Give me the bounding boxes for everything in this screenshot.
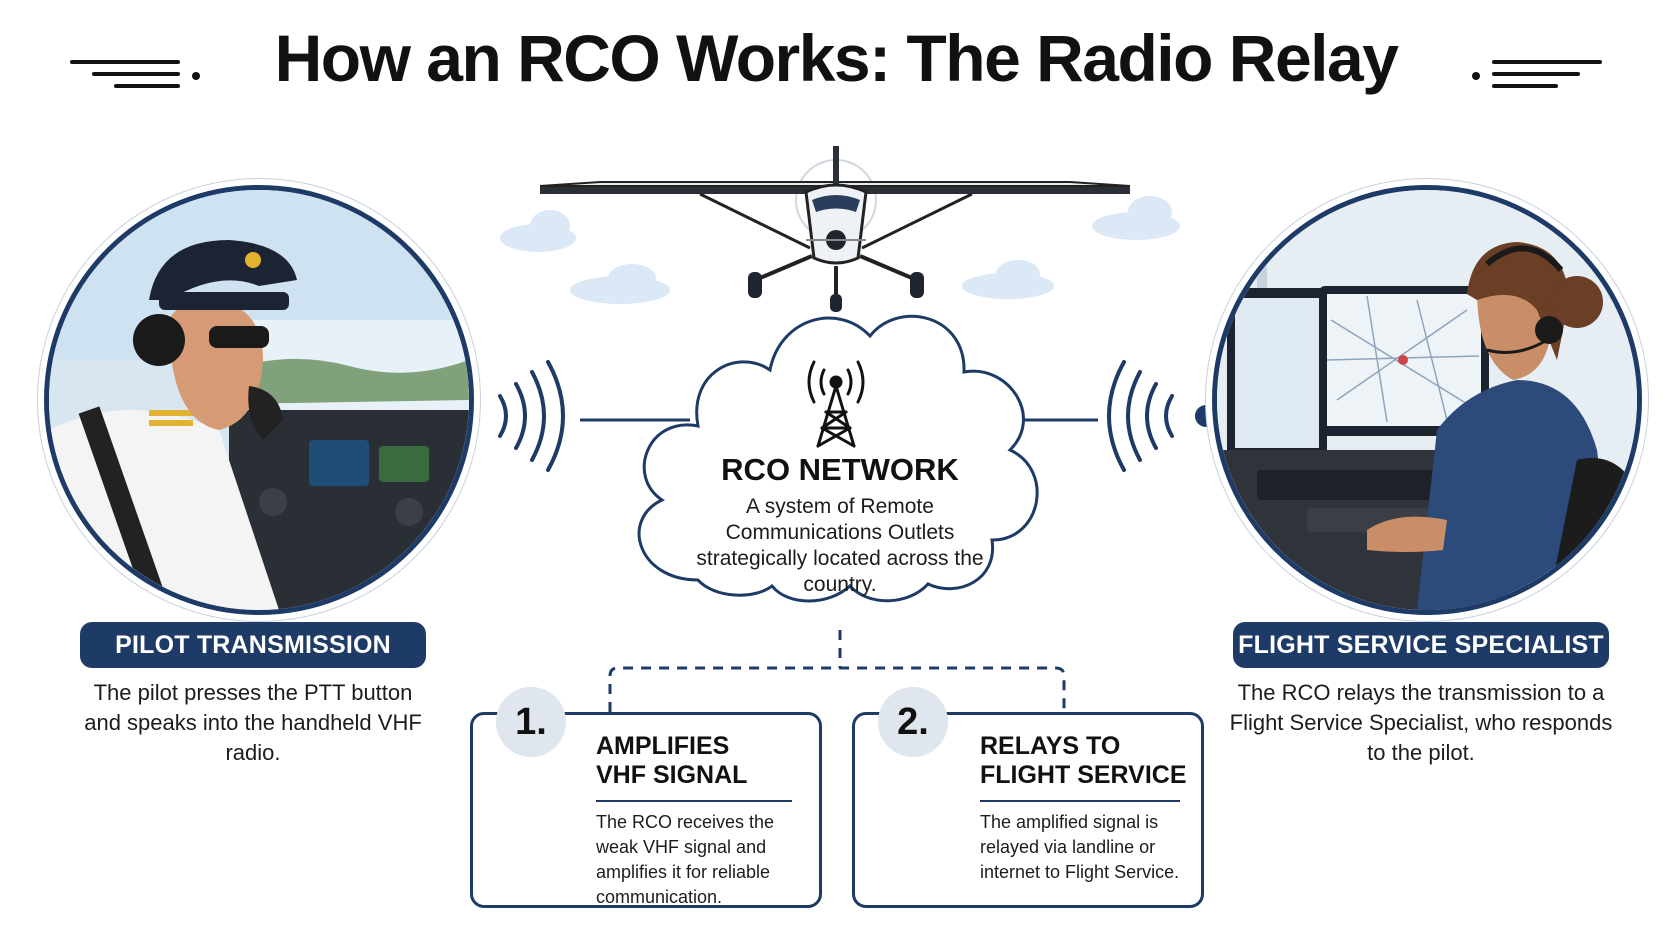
step-number-badge: 2. <box>878 687 948 757</box>
title-dot-left <box>192 72 200 80</box>
sky-cloud-left <box>500 210 576 252</box>
step-title-line1: AMPLIFIES <box>596 732 730 760</box>
specialist-illustration <box>1217 190 1637 610</box>
rco-network-cloud <box>637 314 1039 603</box>
step-divider <box>596 800 792 802</box>
pilot-illustration <box>49 190 469 610</box>
step-number-badge: 1. <box>496 687 566 757</box>
pilot-portrait <box>44 185 474 615</box>
cloud-radio-tower-icon <box>807 360 865 448</box>
step-description: The RCO receives the weak VHF signal and… <box>596 812 775 907</box>
sky-cloud-lower-left <box>570 264 670 304</box>
title-speed-lines-left <box>70 60 180 88</box>
flight-service-specialist-description: The RCO relays the transmission to a Fli… <box>1229 680 1613 765</box>
step-title-line1: RELAYS TO <box>980 732 1121 760</box>
step-title-line2: FLIGHT SERVICE <box>980 761 1187 789</box>
flight-service-specialist-label: FLIGHT SERVICE SPECIALIST <box>1233 622 1609 668</box>
title-speed-lines-right <box>1492 60 1602 88</box>
step-title-line2: VHF SIGNAL <box>596 761 748 789</box>
specialist-portrait <box>1212 185 1642 615</box>
sky-cloud-right <box>1092 196 1180 240</box>
rco-network-description: A system of Remote Communications Outlet… <box>696 495 984 596</box>
signal-waves-right <box>1107 360 1174 472</box>
specialist-connector-dot <box>1195 405 1217 427</box>
pilot-transmission-label: PILOT TRANSMISSION <box>80 622 426 668</box>
page-title: How an RCO Works: The Radio Relay <box>274 21 1399 95</box>
pilot-transmission-description: The pilot presses the PTT button and spe… <box>84 680 422 765</box>
title-dot-right <box>1472 72 1480 80</box>
step-divider <box>980 800 1180 802</box>
rco-network-title: RCO NETWORK <box>721 452 959 487</box>
signal-waves-left <box>498 360 565 472</box>
dashed-connector <box>608 630 1066 712</box>
airplane-icon <box>539 146 1131 312</box>
step-description: The amplified signal is relayed via land… <box>980 812 1180 882</box>
sky-cloud-lower-right <box>962 260 1054 299</box>
